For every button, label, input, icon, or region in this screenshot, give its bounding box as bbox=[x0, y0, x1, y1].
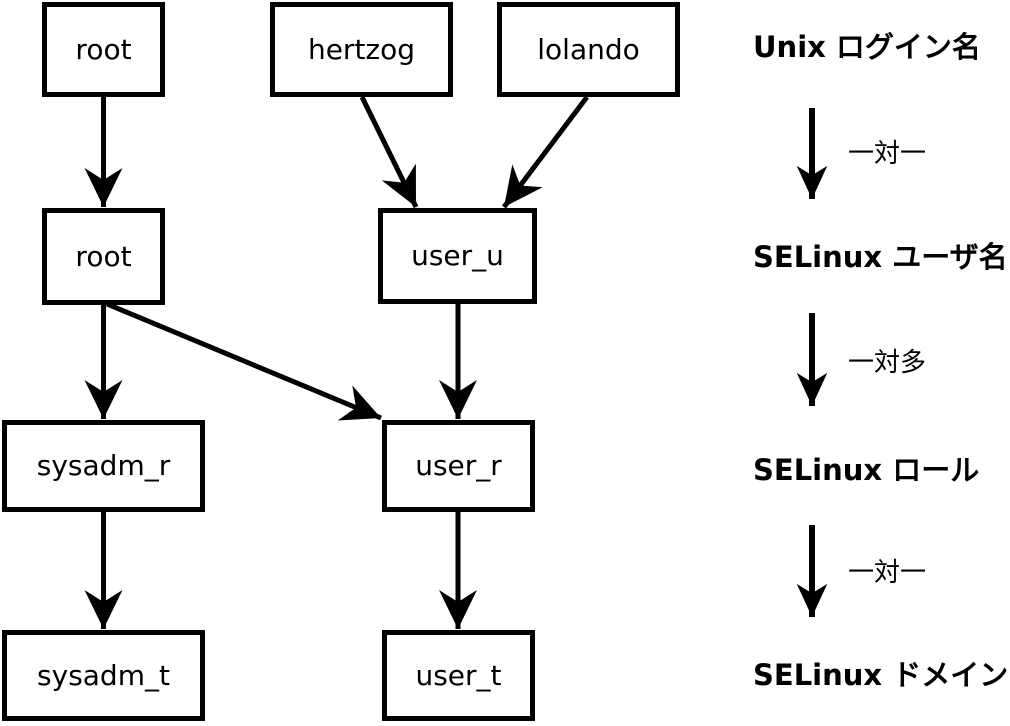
legend-relation-one-to-many: 一対多 bbox=[848, 348, 927, 378]
legend-level-selinux-user: SELinux ユーザ名 bbox=[753, 240, 1008, 274]
node-unix-lolando: lolando bbox=[497, 2, 680, 97]
node-unix-hertzog: hertzog bbox=[270, 2, 453, 97]
node-domain-user-t: user_t bbox=[382, 630, 535, 721]
legend-relation-one-to-one-2: 一対一 bbox=[848, 558, 927, 588]
edge-selinux-root-to-user-r bbox=[106, 301, 382, 421]
node-unix-root: root bbox=[42, 2, 165, 97]
node-domain-sysadm-t: sysadm_t bbox=[2, 630, 205, 721]
node-selinux-root: root bbox=[42, 208, 165, 305]
node-role-sysadm-r: sysadm_r bbox=[2, 420, 205, 512]
legend-level-unix-login: Unix ログイン名 bbox=[753, 30, 981, 64]
node-role-user-r: user_r bbox=[382, 420, 535, 512]
legend-level-selinux-domain: SELinux ドメイン bbox=[753, 658, 1009, 692]
node-selinux-user-u: user_u bbox=[378, 208, 537, 304]
edge-hertzog-to-user-u bbox=[359, 95, 419, 209]
legend-level-selinux-role: SELinux ロール bbox=[753, 453, 980, 487]
legend-relation-one-to-one-1: 一対一 bbox=[848, 139, 927, 169]
edge-lolando-to-user-u bbox=[502, 95, 589, 209]
